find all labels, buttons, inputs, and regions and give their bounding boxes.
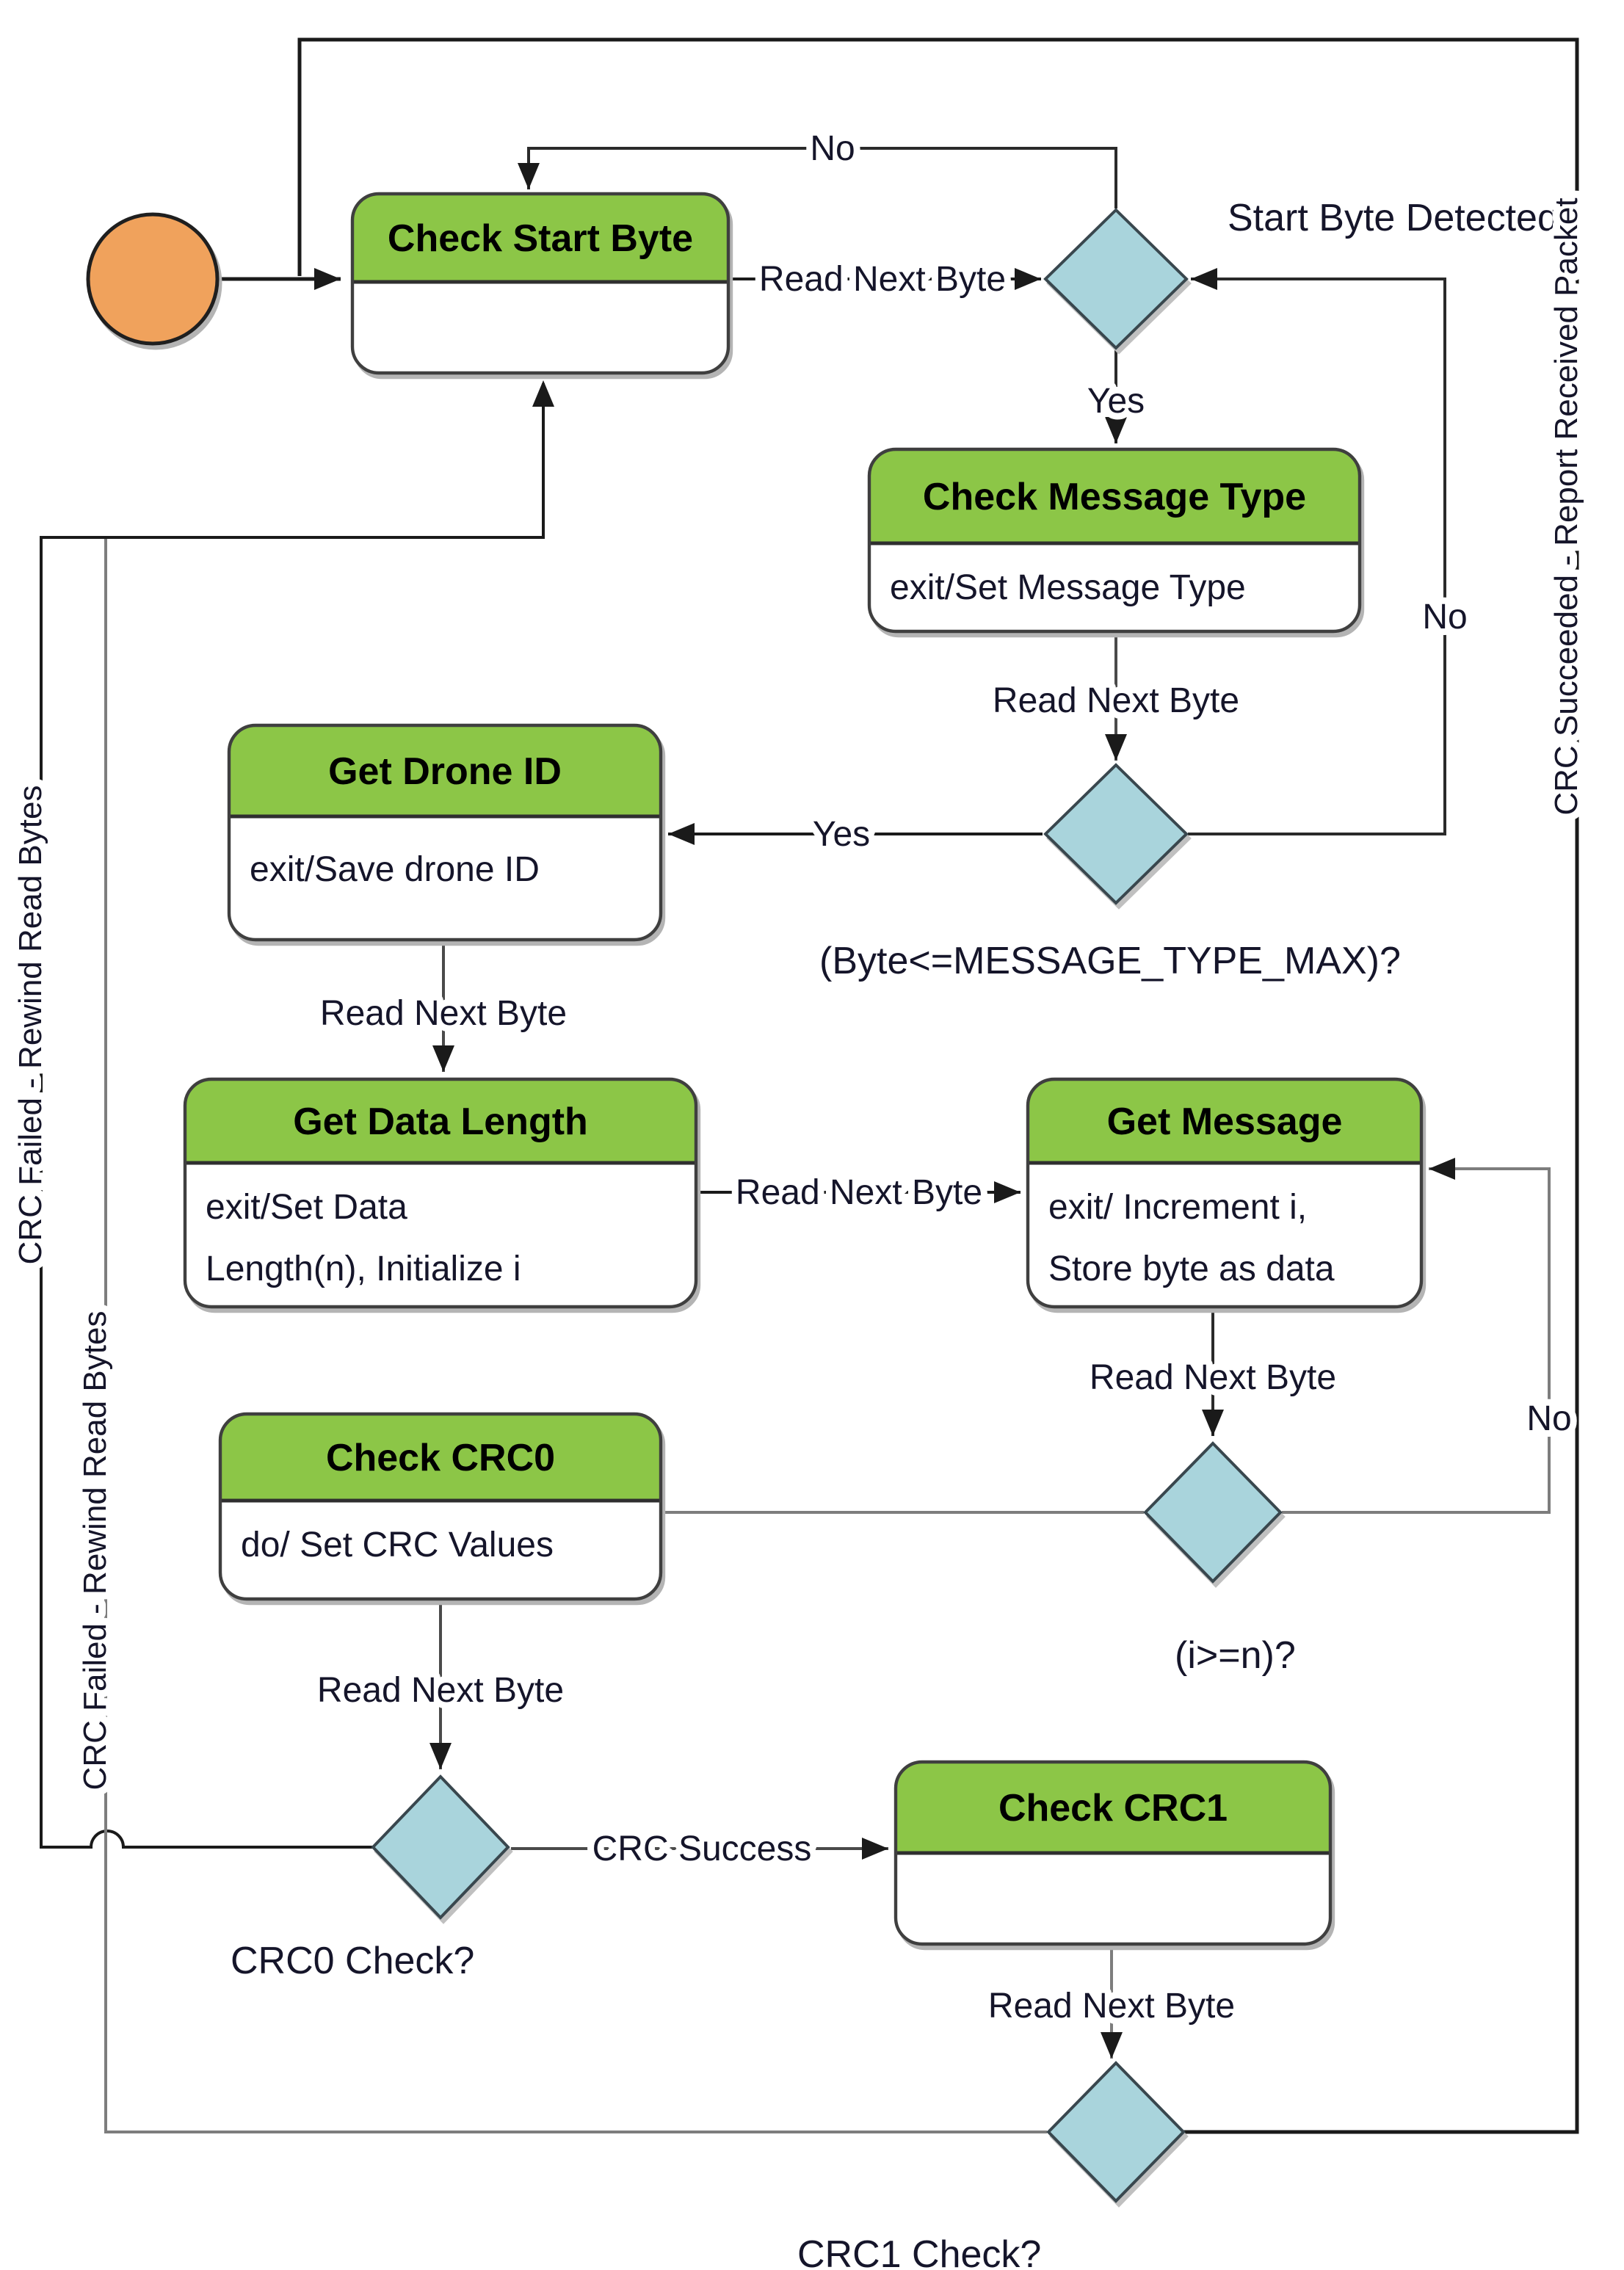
decision-i-ge-n-decision xyxy=(1143,1441,1283,1584)
edge-read-next-byte-1 xyxy=(728,268,1041,290)
edge-label-cmt-to-decision: Read Next Byte xyxy=(993,681,1239,720)
arrowhead xyxy=(1015,268,1041,290)
label-crc0-check-caption: CRC0 Check? xyxy=(231,1940,474,1982)
edge-gdl-to-gm xyxy=(696,1181,1021,1203)
state-header-get-message xyxy=(1028,1079,1421,1163)
state-header-check-crc1 xyxy=(896,1762,1330,1853)
edge-label-message-type-no-loop: No xyxy=(1422,598,1467,637)
label-byte-max-caption: (Byte<=MESSAGE_TYPE_MAX)? xyxy=(819,940,1401,982)
state-title-get-data-length: Get Data Length xyxy=(293,1100,588,1143)
edge-crc1-failed-return xyxy=(104,539,1047,2133)
state-body-line-get-message: exit/ Increment i, xyxy=(1048,1188,1307,1227)
edge-label-gdi-to-gdl: Read Next Byte xyxy=(320,994,567,1033)
edge-label-i-check-no-loop: No xyxy=(1526,1399,1571,1438)
edge-label-gdl-to-gm: Read Next Byte xyxy=(736,1173,982,1212)
decision-crc0-decision xyxy=(371,1774,510,1920)
edge-label-crc-success-edge: CRC Success xyxy=(592,1830,812,1868)
edge-label-message-type-yes: Yes xyxy=(813,815,870,854)
state-check-crc0: Check CRC0 do/ Set CRC Values xyxy=(218,1412,663,1601)
arrowhead xyxy=(668,823,695,845)
state-body-line-get-data-length: Length(n), Initialize i xyxy=(206,1250,521,1288)
edge-start-to-check-start-byte xyxy=(217,268,341,290)
state-body-line-get-data-length: exit/Set Data xyxy=(206,1188,407,1227)
edge-label-start-byte-yes: Yes xyxy=(1087,382,1145,421)
start-node xyxy=(86,212,220,346)
state-body-line-get-message: Store byte as data xyxy=(1048,1250,1335,1288)
state-body-line-get-drone-id: exit/Save drone ID xyxy=(250,850,540,889)
edge-gm-to-decision xyxy=(1202,1307,1224,1436)
edge-crc-succeeded-return xyxy=(297,37,1579,2134)
arrowhead xyxy=(432,1045,454,1072)
state-check-message-type: Check Message Type exit/Set Message Type xyxy=(867,447,1362,634)
decision-start-byte-decision xyxy=(1043,208,1189,350)
edge-crc0-to-decision xyxy=(429,1599,452,1769)
arrowhead xyxy=(1105,417,1127,443)
arrowhead xyxy=(1202,1410,1224,1436)
arrowhead xyxy=(429,1743,452,1769)
state-title-get-message: Get Message xyxy=(1107,1100,1343,1143)
edge-i-check-no-loop xyxy=(1282,1158,1551,1514)
state-title-check-crc0: Check CRC0 xyxy=(326,1437,555,1479)
label-i-ge-n-caption: (i>=n)? xyxy=(1175,1634,1296,1677)
edge-cmt-to-decision xyxy=(1105,631,1127,761)
edge-label-start-byte-no-loop: No xyxy=(810,129,855,168)
state-title-check-message-type: Check Message Type xyxy=(923,476,1306,518)
arrowhead xyxy=(994,1181,1021,1203)
edges-layer xyxy=(40,37,1579,2134)
state-header-check-message-type xyxy=(869,449,1360,543)
arrowhead xyxy=(532,380,554,407)
edge-message-type-no-loop xyxy=(1188,268,1446,835)
state-header-get-drone-id xyxy=(229,725,661,816)
edge-message-type-yes xyxy=(668,823,1043,845)
edge-label-read-next-byte-1: Read Next Byte xyxy=(759,260,1006,299)
label-start-byte-detected-label: Start Byte Detected xyxy=(1228,197,1559,239)
edge-start-byte-no-loop xyxy=(518,147,1117,208)
state-body-line-check-message-type: exit/Set Message Type xyxy=(890,568,1246,607)
state-check-crc1: Check CRC1 xyxy=(893,1760,1333,1946)
edge-label-crc1-to-decision: Read Next Byte xyxy=(988,1987,1235,2026)
label-crc-failed-label-1: CRC Failed - Rewind Read Bytes xyxy=(12,786,48,1265)
edge-crc-success-edge xyxy=(511,1838,888,1860)
label-crc-failed-label-2: CRC Failed - Rewind Read Bytes xyxy=(77,1311,113,1791)
edge-start-byte-yes xyxy=(1105,349,1127,443)
state-get-message: Get Message exit/ Increment i, Store byte … xyxy=(1026,1077,1424,1309)
arrowhead xyxy=(862,1838,888,1860)
state-header-get-data-length xyxy=(185,1079,696,1163)
label-crc1-check-caption: CRC1 Check? xyxy=(797,2233,1041,2270)
state-get-drone-id: Get Drone ID exit/Save drone ID xyxy=(227,723,663,942)
decision-crc1-decision xyxy=(1046,2061,1186,2203)
state-title-check-crc1: Check CRC1 xyxy=(998,1787,1228,1830)
state-check-start-byte: Check Start Byte xyxy=(350,192,731,375)
arrowhead xyxy=(1429,1158,1455,1180)
edge-label-crc0-to-decision: Read Next Byte xyxy=(317,1671,564,1710)
state-body-line-check-crc0: do/ Set CRC Values xyxy=(241,1526,554,1564)
edge-crc1-to-decision xyxy=(1101,1944,1123,2059)
edge-label-gm-to-decision: Read Next Byte xyxy=(1090,1358,1336,1397)
state-title-check-start-byte: Check Start Byte xyxy=(388,217,693,260)
arrowhead xyxy=(314,268,341,290)
arrowhead xyxy=(1191,268,1217,290)
label-crc-succeeded-label: CRC Succeeded - Report Received Packet xyxy=(1548,197,1584,815)
arrowhead xyxy=(1105,734,1127,761)
state-header-check-crc0 xyxy=(220,1414,661,1501)
state-header-check-start-byte xyxy=(352,194,728,282)
state-title-get-drone-id: Get Drone ID xyxy=(328,750,562,793)
arrowhead xyxy=(518,163,540,189)
edge-gdi-to-gdl xyxy=(432,940,454,1072)
arrowhead xyxy=(1101,2032,1123,2059)
edge-crc0-failed-return xyxy=(40,380,554,1849)
decision-message-type-decision xyxy=(1043,763,1189,905)
